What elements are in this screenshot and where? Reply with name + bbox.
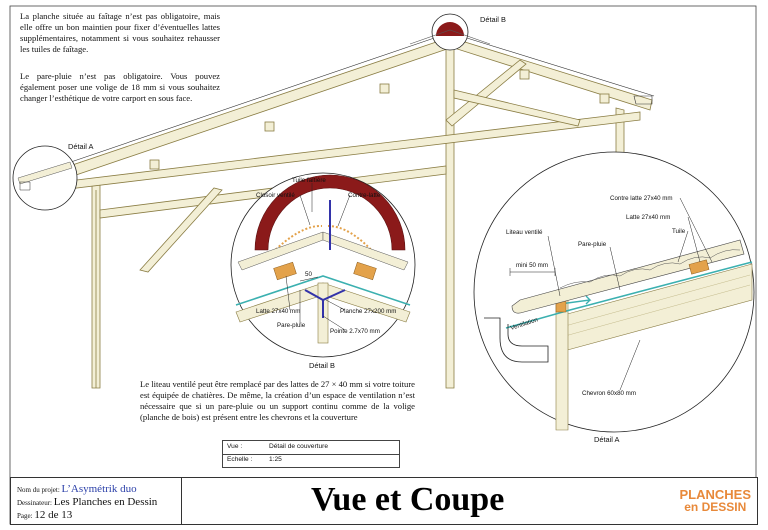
detail-b-mini-slope xyxy=(409,29,491,45)
post-a xyxy=(555,299,569,431)
leader-planche xyxy=(325,299,346,311)
note-rain-barrier: Le pare-pluie n’est pas obligatoire. Vou… xyxy=(20,71,220,103)
grain-line xyxy=(564,284,751,337)
detail-b: 50 Tuile faîtière Closoir ventilé Contre… xyxy=(230,172,416,370)
echelle-value: 1:25 xyxy=(269,456,282,463)
page-key: Page: xyxy=(17,512,33,520)
project-info: Nom du projet: L’Asymétrik duo Dessinate… xyxy=(11,478,182,524)
detail-a-leaders xyxy=(547,197,713,391)
detail-a-circle xyxy=(12,145,78,211)
closoir-right xyxy=(327,225,377,256)
note-ridge-board: La planche située au faîtage n’est pas o… xyxy=(20,11,220,54)
latte-a xyxy=(688,259,710,275)
purlin xyxy=(599,93,610,104)
note-ventilated-batten: Le liteau ventilé peut être remplacé par… xyxy=(140,379,415,422)
dim-50-line xyxy=(299,276,319,282)
page-number: 12 de 13 xyxy=(34,509,73,521)
leader-tuile xyxy=(677,230,689,263)
vue-key: Vue : xyxy=(227,443,243,450)
page-line: Page: 12 de 13 xyxy=(17,509,72,521)
leader-latte-a xyxy=(687,216,701,263)
closoir-left xyxy=(269,224,323,256)
gutter-a xyxy=(484,317,549,363)
brand-line-2: en DESSIN xyxy=(684,500,747,514)
label-contre-latte: Contre-latte xyxy=(348,192,381,199)
tile-slope-right xyxy=(322,231,409,271)
designer-key: Dessinateur: xyxy=(17,499,52,507)
strut-right-2 xyxy=(453,89,581,127)
leader-chevron xyxy=(619,339,641,391)
label-planche: Planche 27x200 mm xyxy=(340,308,396,315)
label-pare-pluie-a: Pare-pluie xyxy=(578,241,607,248)
detail-a-mini-gutter xyxy=(19,181,31,191)
tile-covering-a xyxy=(511,239,745,314)
detail-a: mini 50 mm Ventilation Contre latte 27x4… xyxy=(473,151,755,444)
leader-pointe xyxy=(322,315,346,331)
view-info-row-echelle: Echelle : 1:25 xyxy=(223,454,399,467)
gutter-right xyxy=(633,95,653,105)
designer-line: Dessinateur: Les Planches en Dessin xyxy=(17,496,157,508)
roof-covering xyxy=(23,33,655,179)
purlin xyxy=(264,121,275,132)
ridge-post xyxy=(445,47,455,389)
label-closoir: Closoir ventilé xyxy=(256,192,295,199)
membrane-a xyxy=(505,261,753,329)
roof-overview xyxy=(21,37,653,389)
project-key: Nom du projet: xyxy=(17,486,60,494)
leader-liteau xyxy=(547,235,561,297)
dim-50-text: 50 xyxy=(305,271,312,278)
detail-b-overview-label: Détail B xyxy=(480,15,506,24)
brand-logo: PLANCHES en DESSIN xyxy=(679,488,751,514)
project-line: Nom du projet: L’Asymétrik duo xyxy=(17,483,137,495)
detail-a-mini-tile xyxy=(17,161,73,185)
leader-latte xyxy=(285,275,291,311)
membrane-b xyxy=(235,275,411,306)
brand-line-1: PLANCHES xyxy=(679,487,751,502)
label-tuile-faitiere: Tuile faîtière xyxy=(292,177,326,184)
leader-contre-latte xyxy=(337,194,351,227)
label-liteau: Liteau ventilé xyxy=(506,229,543,236)
tile-line-right xyxy=(453,33,655,97)
label-latte-b: Latte 27x40 mm xyxy=(256,308,300,315)
leader-pare-pluie-a xyxy=(609,246,621,291)
leader-contre-latte-a xyxy=(679,197,713,263)
detail-b-title: Détail B xyxy=(309,361,335,370)
batten-left xyxy=(273,261,297,281)
vue-value: Détail de couverture xyxy=(269,443,329,450)
grain-line xyxy=(564,274,751,327)
detail-a-callout: Détail A xyxy=(12,142,94,211)
ridge-tile xyxy=(254,174,406,251)
strut-left xyxy=(139,187,223,273)
label-latte-a: Latte 27x40 mm xyxy=(626,214,670,221)
label-mini: mini 50 mm xyxy=(516,262,548,269)
title-block: Nom du projet: L’Asymétrik duo Dessinate… xyxy=(10,477,758,525)
label-pare-pluie-b: Pare-pluie xyxy=(277,322,306,329)
label-tuile: Tuile xyxy=(672,228,686,235)
tile-line-left xyxy=(23,33,447,179)
echelle-key: Echelle : xyxy=(227,456,253,463)
detail-a-overview-label: Détail A xyxy=(68,142,94,151)
label-contre-latte-a: Contre latte 27x40 mm xyxy=(610,195,673,202)
view-info-row-vue: Vue : Détail de couverture xyxy=(223,441,399,455)
fastener-cross xyxy=(304,289,346,318)
label-pointe: Pointe 2.7x70 mm xyxy=(330,328,380,335)
ventilation-arrow xyxy=(559,295,592,305)
label-chevron: Chevron 60x80 mm xyxy=(582,390,636,397)
purlin xyxy=(519,69,530,80)
rafter-grain xyxy=(564,274,751,337)
page-title: Vue et Coupe xyxy=(311,481,505,518)
project-name: L’Asymétrik duo xyxy=(61,483,137,495)
purlin xyxy=(379,83,390,94)
batten-right xyxy=(353,261,377,281)
view-info-table: Vue : Détail de couverture Echelle : 1:2… xyxy=(222,440,400,468)
detail-b-frame xyxy=(230,172,416,358)
detail-a-title: Détail A xyxy=(594,435,620,444)
strut-right-1 xyxy=(445,59,527,127)
leader-closoir xyxy=(299,194,311,226)
detail-b-callout: Détail B xyxy=(409,13,506,51)
detail-b-leaders xyxy=(285,183,351,331)
purlin xyxy=(149,159,160,170)
designer-name: Les Planches en Dessin xyxy=(53,496,158,508)
